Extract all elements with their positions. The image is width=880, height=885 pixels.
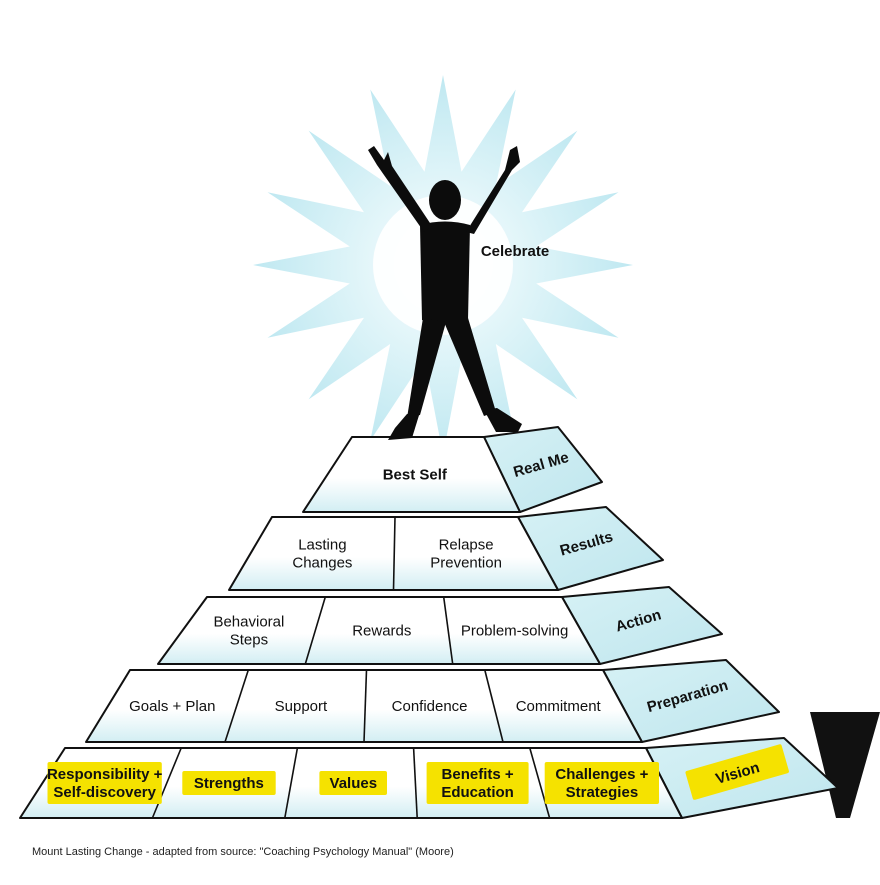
cell-challenges-strategies-label: Challenges + — [555, 766, 648, 783]
cell-values: Values — [319, 771, 387, 795]
cell-responsibility-self-discovery-label: Self-discovery — [53, 784, 156, 801]
front-face-action — [157, 596, 601, 665]
celebrate-label: Celebrate — [481, 243, 549, 260]
cell-values-label: Values — [330, 775, 378, 792]
cell-rewards: Rewards — [352, 623, 411, 640]
highlight-marker — [319, 771, 387, 795]
cell-relapse-prevention-label: Relapse — [439, 537, 494, 554]
cell-confidence-label: Confidence — [392, 698, 468, 715]
highlight-marker — [182, 771, 276, 795]
level-vision: Responsibility +Self-discovery Strengths V… — [19, 737, 839, 819]
cell-divider — [484, 669, 504, 743]
cell-benefits-education: Benefits +Education — [426, 762, 529, 804]
cell-benefits-education-label: Benefits + — [442, 766, 514, 783]
cell-divider — [442, 596, 454, 665]
highlight-marker — [47, 762, 162, 804]
cell-best-self: Best Self — [383, 467, 448, 484]
person-celebrating-icon — [368, 146, 522, 440]
front-face-preparation — [85, 669, 643, 743]
cell-behavioral-steps-label: Behavioral — [213, 614, 284, 631]
front-face-best-self — [302, 436, 521, 513]
cell-divider — [284, 747, 299, 819]
cell-lasting-changes-label: Changes — [292, 555, 352, 572]
cell-confidence: Confidence — [392, 698, 468, 715]
vision-highlight — [685, 744, 789, 800]
celebrate-figure: Celebrate — [368, 146, 549, 440]
source-caption: Mount Lasting Change - adapted from sour… — [32, 846, 454, 858]
cell-strengths-label: Strengths — [194, 775, 264, 792]
cell-problem-solving: Problem-solving — [461, 623, 569, 640]
highlight-marker — [426, 762, 529, 804]
cell-divider — [363, 669, 368, 743]
cell-divider — [304, 596, 327, 665]
cell-divider — [392, 516, 396, 591]
highlight-marker — [544, 762, 659, 804]
cell-best-self-label: Best Self — [383, 467, 448, 484]
cell-goals-plan: Goals + Plan — [129, 698, 215, 715]
cell-responsibility-self-discovery-label: Responsibility + — [47, 766, 163, 783]
cell-challenges-strategies-label: Strategies — [566, 784, 639, 801]
cell-divider — [529, 747, 551, 819]
cell-relapse-prevention-label: Prevention — [430, 555, 502, 572]
cell-rewards-label: Rewards — [352, 623, 411, 640]
cell-problem-solving-label: Problem-solving — [461, 623, 569, 640]
cell-divider — [151, 747, 182, 819]
cell-challenges-strategies: Challenges +Strategies — [544, 762, 659, 804]
cell-divider — [224, 669, 250, 743]
cell-lasting-changes-label: Lasting — [298, 537, 346, 554]
cell-divider — [412, 747, 418, 819]
cell-goals-plan-label: Goals + Plan — [129, 698, 215, 715]
cell-behavioral-steps-label: Steps — [230, 632, 268, 649]
cell-support: Support — [275, 698, 328, 715]
pyramid-shadow — [810, 712, 880, 818]
cell-responsibility-self-discovery: Responsibility +Self-discovery — [47, 762, 163, 804]
cell-strengths: Strengths — [182, 771, 276, 795]
cell-support-label: Support — [275, 698, 328, 715]
cell-commitment: Commitment — [516, 698, 602, 715]
cell-commitment-label: Commitment — [516, 698, 602, 715]
cell-benefits-education-label: Education — [441, 784, 514, 801]
